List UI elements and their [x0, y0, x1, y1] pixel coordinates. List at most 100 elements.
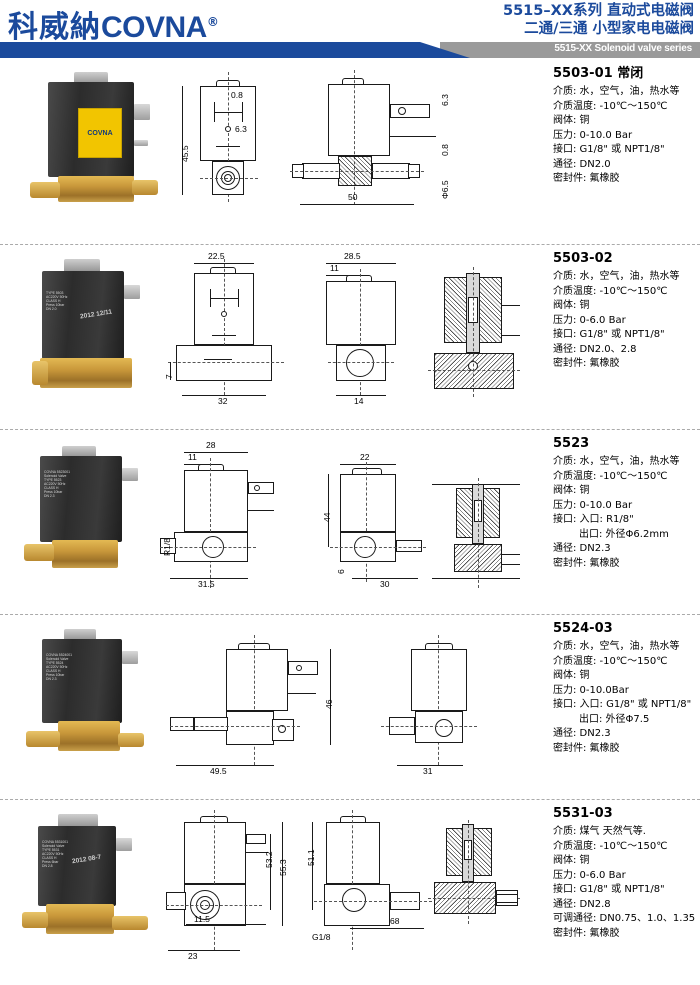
section-view-drawing: [428, 257, 520, 417]
valve-body-outline: [226, 711, 274, 745]
product-photo: COVNA 5531001 Solenoid Valve TYPE 5531 A…: [18, 808, 163, 973]
dimension-label: 31.5: [198, 579, 215, 589]
dimension-label: 30: [380, 579, 390, 589]
spec-line: 压力: 0-10.0Bar: [553, 684, 629, 696]
dimension-label: 50: [348, 192, 358, 202]
coil-outline: [326, 822, 380, 884]
dimension-line: [186, 924, 266, 925]
dimension-label: 14: [354, 396, 364, 406]
coil-nut: [74, 72, 108, 85]
solenoid-valve-image: COVNA 5531001 Solenoid Valve TYPE 5531 A…: [18, 808, 163, 973]
solenoid-valve-image: COVNA 5524001 Solenoid Valve TYPE 5524 A…: [18, 623, 163, 788]
coil-body: [42, 639, 122, 723]
product-row: TYPE 5503 AC220V 50Hz CLASS H Press 10ba…: [0, 245, 700, 430]
valve-body: [40, 358, 132, 388]
port-circle: [435, 719, 453, 737]
spec-line: 介质温度: -10℃～150℃: [553, 470, 668, 482]
terminal-lead: [246, 852, 268, 853]
horizontal-center-line: [381, 726, 477, 727]
dimension-label: 28.5: [344, 251, 361, 261]
coil-cap: [210, 267, 236, 274]
coil-nut: [58, 814, 98, 828]
terminal-bracket: [288, 661, 318, 675]
spec-line: 压力: 0-6.0 Bar: [553, 869, 626, 881]
dimension-label: 22.5: [208, 251, 225, 261]
coil-connector: [122, 468, 138, 481]
vertical-center-line: [360, 269, 361, 395]
terminal-bracket: [246, 834, 266, 844]
dimension-label: 31: [423, 766, 433, 776]
horizontal-center-line: [160, 547, 256, 548]
spec-line: 阀体: 铜: [553, 300, 590, 311]
spec-line: 阀体: 铜: [553, 855, 590, 866]
spec-line: 介质: 水，空气，油，热水等: [553, 641, 680, 652]
spec-line: 介质: 水，空气，油，热水等: [553, 456, 680, 467]
dimension-label: 0.8: [231, 90, 243, 100]
dimension-line: [326, 275, 352, 276]
horizontal-center-line: [166, 905, 262, 906]
side-view-drawing: 51.1 G1/8 68: [290, 804, 440, 979]
product-specs: 5503-02 介质: 水，空气，油，热水等 介质温度: -10℃～150℃ 阀…: [553, 251, 700, 372]
valve-body: [58, 721, 120, 751]
outlet-line: [502, 554, 520, 555]
terminal-bracket: [248, 482, 274, 494]
product-specs: 5524-03 介质: 水，空气，油，热水等 介质温度: -10℃～150℃ 阀…: [553, 621, 700, 756]
dimension-drawings: 22.5 32 7 28.5 11: [160, 249, 520, 424]
dimension-label: 28: [206, 440, 216, 450]
dimension-line: [182, 86, 183, 195]
spec-line: 压力: 0-10.0 Bar: [553, 129, 633, 141]
coil-spec-label: COVNA 5524001 Solenoid Valve TYPE 5524 A…: [46, 653, 73, 681]
vertical-center-line: [478, 478, 479, 588]
product-title: 5503-01 常闭: [553, 66, 644, 81]
dimension-line: [352, 578, 418, 579]
dimension-label: 7: [164, 374, 174, 379]
dimension-label: 45.5: [180, 145, 190, 162]
inlet-port: [32, 361, 48, 385]
dimension-label: 6.3: [235, 124, 247, 134]
valve-body: [46, 904, 114, 934]
spec-line: 接口: G1/8" 或 NPT1/8": [553, 884, 665, 895]
coil-outline: [184, 470, 248, 532]
spec-line: 介质: 水，空气，油，热水等: [553, 86, 680, 97]
vertical-center-line: [228, 72, 229, 202]
spec-line: 压力: 0-10.0 Bar: [553, 499, 633, 511]
product-row: COVNA 5524001 Solenoid Valve TYPE 5524 A…: [0, 615, 700, 800]
dimension-line: [176, 765, 274, 766]
flow-arrow-line: [204, 359, 232, 360]
internal-line: [210, 298, 238, 299]
spec-line: 出口: 外径Φ6.2mm: [579, 528, 669, 540]
dimension-line: [168, 950, 240, 951]
page-title-line1: 5515–XX系列 直动式电磁阀: [502, 3, 694, 19]
product-photo: TYPE 5503 AC220V 50Hz CLASS H Press 10ba…: [18, 253, 163, 418]
product-specs: 5523 介质: 水，空气，油，热水等 介质温度: -10℃～150℃ 阀体: …: [553, 436, 700, 571]
coil-nut: [62, 446, 96, 458]
dimension-label: G1/8: [312, 932, 331, 942]
spec-line: 介质温度: -10℃～150℃: [553, 840, 668, 852]
adjust-screw: [496, 890, 518, 906]
coil-cap: [340, 816, 366, 823]
port-circle: [346, 349, 374, 377]
page-title: 5515–XX系列 直动式电磁阀 二通/三通 小型家电电磁阀: [503, 2, 694, 38]
solenoid-valve-image: COVNA: [18, 68, 163, 233]
dimension-line: [170, 578, 248, 579]
coil-cap: [346, 275, 372, 282]
valve-body: [58, 176, 134, 202]
coil-terminal: [134, 140, 148, 146]
spec-line: 通径: DN2.3: [553, 543, 611, 554]
internal-line: [212, 335, 236, 336]
side-view-drawing: 22 44 6 30: [300, 434, 450, 609]
vertical-center-line: [224, 259, 225, 395]
terminal-lead: [248, 510, 274, 511]
internal-line: [238, 289, 239, 307]
dimension-label: 11: [330, 263, 339, 273]
product-row: COVNA 5531001 Solenoid Valve TYPE 5531 A…: [0, 800, 700, 985]
vertical-center-line: [438, 635, 439, 765]
banner-label: 5515-XX Solenoid valve series: [554, 43, 692, 54]
outlet-barb: [112, 916, 148, 930]
banner-grey-bar: [440, 42, 700, 58]
outlet-line: [502, 564, 520, 565]
dimension-label: 23: [188, 951, 198, 961]
registered-mark: ®: [206, 15, 219, 29]
dimension-line: [184, 452, 248, 453]
terminal-lead: [288, 693, 316, 694]
